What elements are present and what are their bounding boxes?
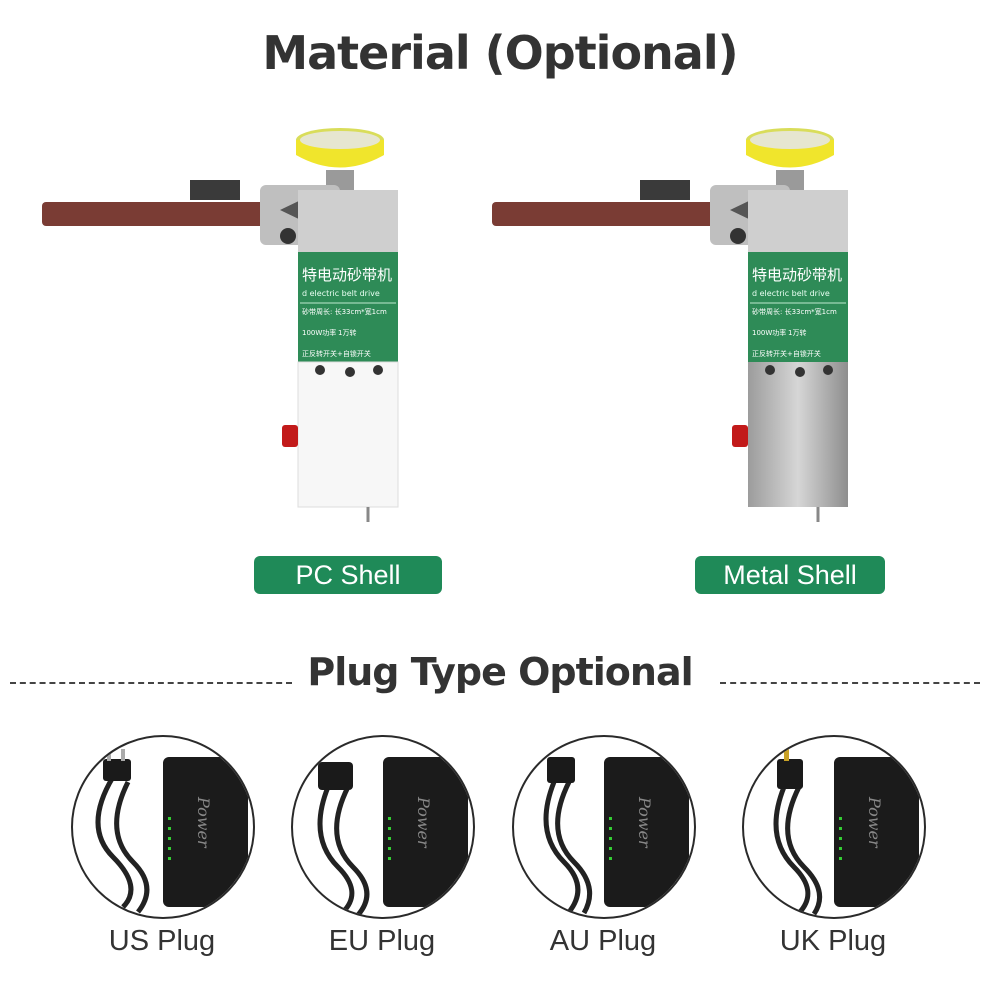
- uk-plug-adapter-image: Power: [742, 735, 926, 919]
- panel-title: 特电动砂带机: [752, 266, 842, 284]
- product-image-metal-shell: 特电动砂带机 d electric belt drive 砂带周长: 长33cm…: [470, 120, 890, 530]
- product-image-pc-shell: 特电动砂带机 d electric belt drive 砂带周长: 长33cm…: [20, 120, 440, 530]
- plug-option-au: Power AU Plug: [512, 735, 742, 985]
- divider-right: [720, 682, 980, 684]
- plug-option-eu: Power EU Plug: [291, 735, 521, 985]
- panel-switch: 正反转开关+自锁开关: [302, 349, 371, 358]
- plug-option-uk: Power UK Plug: [742, 735, 972, 985]
- panel-speed: 1万转: [338, 328, 356, 337]
- uk-plug-label: UK Plug: [779, 925, 887, 957]
- divider-left: [10, 682, 292, 684]
- us-plug-adapter-image: Power: [71, 735, 255, 919]
- page-title: Material (Optional): [262, 26, 738, 80]
- plug-option-us: Power US Plug: [71, 735, 301, 985]
- svg-text:Power: Power: [865, 796, 884, 849]
- panel-switch: 正反转开关+自锁开关: [752, 349, 821, 358]
- svg-text:Power: Power: [414, 796, 433, 849]
- belt-sander-pc-image: 特电动砂带机 d electric belt drive 砂带周长: 长33cm…: [42, 128, 399, 522]
- panel-power: 100W功率: [752, 328, 786, 337]
- svg-text:Power: Power: [635, 796, 654, 849]
- us-plug-label: US Plug: [108, 925, 216, 957]
- panel-subtitle: d electric belt drive: [752, 289, 830, 298]
- panel-spec: 砂带周长: 长33cm*宽1cm: [302, 307, 387, 316]
- panel-power: 100W功率: [302, 328, 336, 337]
- panel-subtitle: d electric belt drive: [302, 289, 380, 298]
- au-plug-label: AU Plug: [549, 925, 657, 957]
- section-title: Plug Type Optional: [307, 650, 693, 694]
- eu-plug-adapter-image: Power: [291, 735, 475, 919]
- au-plug-adapter-image: Power: [512, 735, 696, 919]
- panel-spec: 砂带周长: 长33cm*宽1cm: [752, 307, 837, 316]
- metal-shell-badge: Metal Shell: [695, 556, 885, 594]
- svg-text:Power: Power: [194, 796, 213, 849]
- belt-sander-metal-image: 特电动砂带机 d electric belt drive 砂带周长: 长33cm…: [492, 128, 848, 522]
- panel-title: 特电动砂带机: [302, 266, 392, 284]
- eu-plug-label: EU Plug: [328, 925, 436, 957]
- panel-speed: 1万转: [788, 328, 806, 337]
- pc-shell-badge: PC Shell: [254, 556, 442, 594]
